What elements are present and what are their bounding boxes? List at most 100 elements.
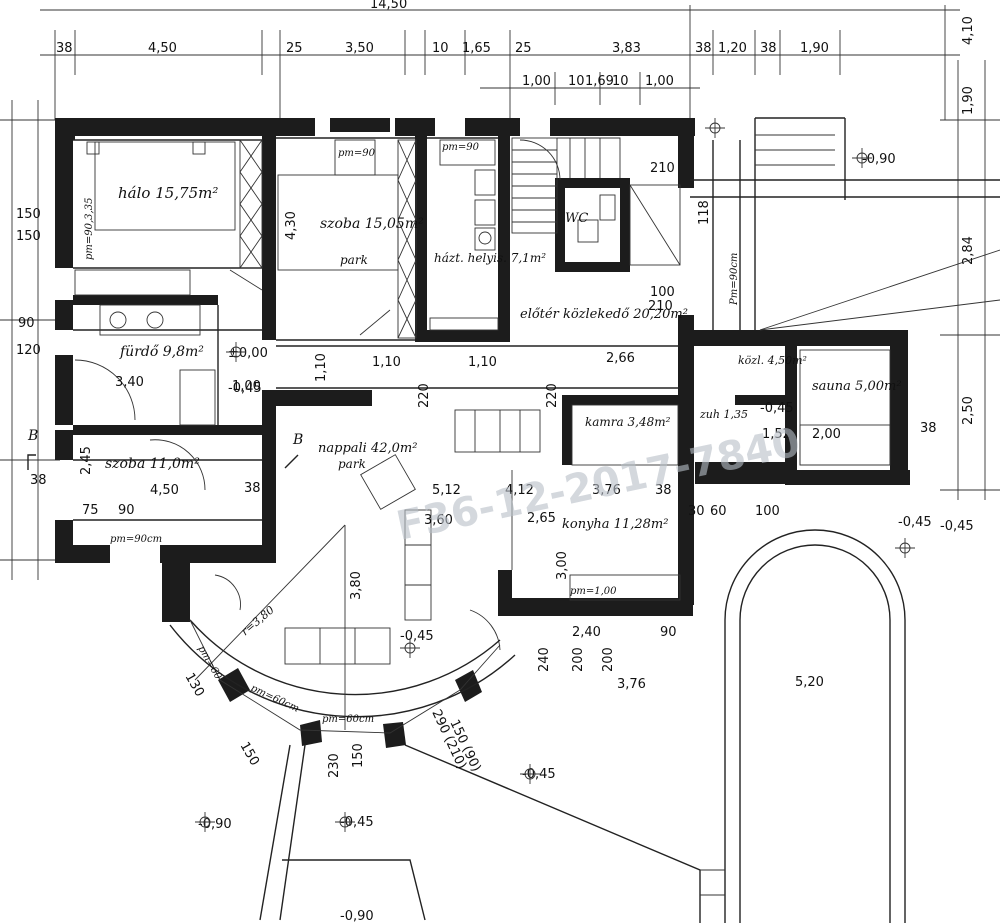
label-pm-side: pm=90,3,35 — [84, 198, 95, 260]
dim-overall: 14,50 — [370, 0, 407, 12]
dim-245: 2,45 — [79, 446, 94, 475]
dim-top2-5: 1,00 — [645, 74, 674, 89]
dim-top-12: 1,90 — [800, 41, 829, 56]
label-pm90cm: pm=90cm — [110, 534, 162, 545]
dim-300: 3,00 — [555, 551, 570, 580]
room-szauna: sauna 5,00m² — [812, 379, 902, 394]
room-szoba1-floor: park — [340, 253, 368, 267]
swimming-pool — [700, 529, 906, 923]
dim-60: 60 — [710, 504, 727, 519]
dim-top-5: 10 — [432, 41, 449, 56]
level-m090-c: -0,90 — [340, 909, 374, 923]
dim-360: 3,60 — [424, 513, 453, 528]
label-pm60-b: pm=60cm — [249, 683, 301, 715]
dim-512: 5,12 — [432, 483, 461, 498]
walls — [55, 118, 910, 748]
room-szoba1: szoba 15,05m² — [320, 216, 424, 232]
dim-380: 3,80 — [349, 571, 364, 600]
dim-top2-3: 1,69 — [585, 74, 614, 89]
dim-top2-4: 10 — [612, 74, 629, 89]
room-konyha: konyha 11,28m² — [562, 517, 668, 532]
top-dimension-lines — [40, 5, 960, 120]
dim-150-d: 150 — [351, 743, 366, 768]
dim-200-c: 200 — [571, 647, 586, 672]
dim-412: 4,12 — [505, 483, 534, 498]
dim-430: 4,30 — [284, 211, 299, 240]
level-m045-d: -0,45 — [760, 401, 794, 416]
label-pm-right: Pm=90cm — [729, 253, 740, 306]
room-nappali: nappali 42,0m² — [318, 441, 417, 456]
label-pm90-b: pm=90 — [442, 142, 480, 153]
room-zuh: zuh 1,35 — [699, 408, 748, 421]
dim-240-b: 240 — [537, 647, 552, 672]
level-m045-a: -0,45 — [400, 629, 434, 644]
dim-38-c: 38 — [655, 483, 672, 498]
dim-38-b: 38 — [244, 481, 261, 496]
dim-250: 2,50 — [961, 396, 976, 425]
dim-top-8: 3,83 — [612, 41, 641, 56]
dim-130: 130 — [182, 671, 207, 700]
dim-38-d: 38 — [920, 421, 937, 436]
dim-200: 2,00 — [812, 427, 841, 442]
dim-top-11: 38 — [760, 41, 777, 56]
dim-110-a: 1,10 — [372, 355, 401, 370]
dim-150-b: 150 — [16, 229, 41, 244]
dim-90-c: 90 — [118, 503, 135, 518]
room-eloter: előtér közlekedő 20,20m² — [520, 307, 688, 322]
dim-38-a: 38 — [30, 473, 47, 488]
dim-100-c: 100 — [755, 504, 780, 519]
dim-top-6: 1,65 — [462, 41, 491, 56]
level-000: ±0,00 — [228, 346, 268, 361]
dim-150-a: 150 — [16, 207, 41, 222]
dim-120: 120 — [16, 343, 41, 358]
label-radius: r=3,80 — [239, 603, 277, 638]
dim-410: 4,10 — [961, 16, 976, 45]
dim-266: 2,66 — [606, 351, 635, 366]
level-m045-f: -0,45 — [940, 519, 974, 534]
dim-top-2: 4,50 — [148, 41, 177, 56]
dim-75: 75 — [82, 503, 99, 518]
dim-90-a: 90 — [18, 316, 35, 331]
dim-520: 5,20 — [795, 675, 824, 690]
room-wc: WC — [565, 211, 588, 226]
interior-lines — [27, 117, 1000, 923]
room-halo: hálo 15,75m² — [118, 184, 218, 202]
dim-top-4: 3,50 — [345, 41, 374, 56]
dim-top2-2: 10 — [568, 74, 585, 89]
room-szoba2: szoba 11,0m² — [105, 456, 200, 472]
living-furniture — [284, 404, 679, 665]
dim-150-e: 150 — [237, 740, 262, 769]
dim-100: 1,00 — [232, 379, 261, 394]
dim-240: 2,40 — [572, 625, 601, 640]
dim-450: 4,50 — [150, 483, 179, 498]
dim-376-b: 3,76 — [617, 677, 646, 692]
dim-top-9: 38 — [695, 41, 712, 56]
dim-top-7: 25 — [515, 41, 532, 56]
dim-top-1: 38 — [56, 41, 73, 56]
side-dimension-lines — [0, 60, 1000, 580]
dim-152: 1,52 — [762, 427, 791, 442]
dim-210-b: 210 — [648, 299, 673, 314]
dim-110-b: 1,10 — [468, 355, 497, 370]
room-kozl: közl. 4,50m² — [738, 354, 807, 367]
section-marker-b-left: B — [27, 428, 38, 444]
room-kamra: kamra 3,48m² — [585, 415, 671, 429]
level-m090-a: -0,90 — [862, 152, 896, 167]
room-nappali-floor: park — [338, 457, 366, 471]
staircase — [511, 137, 621, 234]
dim-90-b: 90 — [660, 625, 677, 640]
dim-284: 2,84 — [961, 236, 976, 265]
room-labels: hálo 15,75m² szoba 15,05m² park házt. he… — [105, 184, 902, 532]
room-furdo: fürdő 9,8m² — [119, 344, 204, 360]
top-dimension-labels: 38 4,50 25 3,50 10 1,65 25 3,83 38 1,20 … — [56, 0, 829, 89]
dim-376-a: 3,76 — [592, 483, 621, 498]
dim-190: 1,90 — [961, 86, 976, 115]
dim-265: 2,65 — [527, 511, 556, 526]
dim-100-b: 100 — [650, 285, 675, 300]
dim-230: 230 — [327, 753, 342, 778]
dim-210-a: 210 — [650, 161, 675, 176]
label-pm60-a: pm=60 — [195, 644, 223, 682]
level-m045-b: -0,45 — [522, 767, 556, 782]
dim-340: 3,40 — [115, 375, 144, 390]
